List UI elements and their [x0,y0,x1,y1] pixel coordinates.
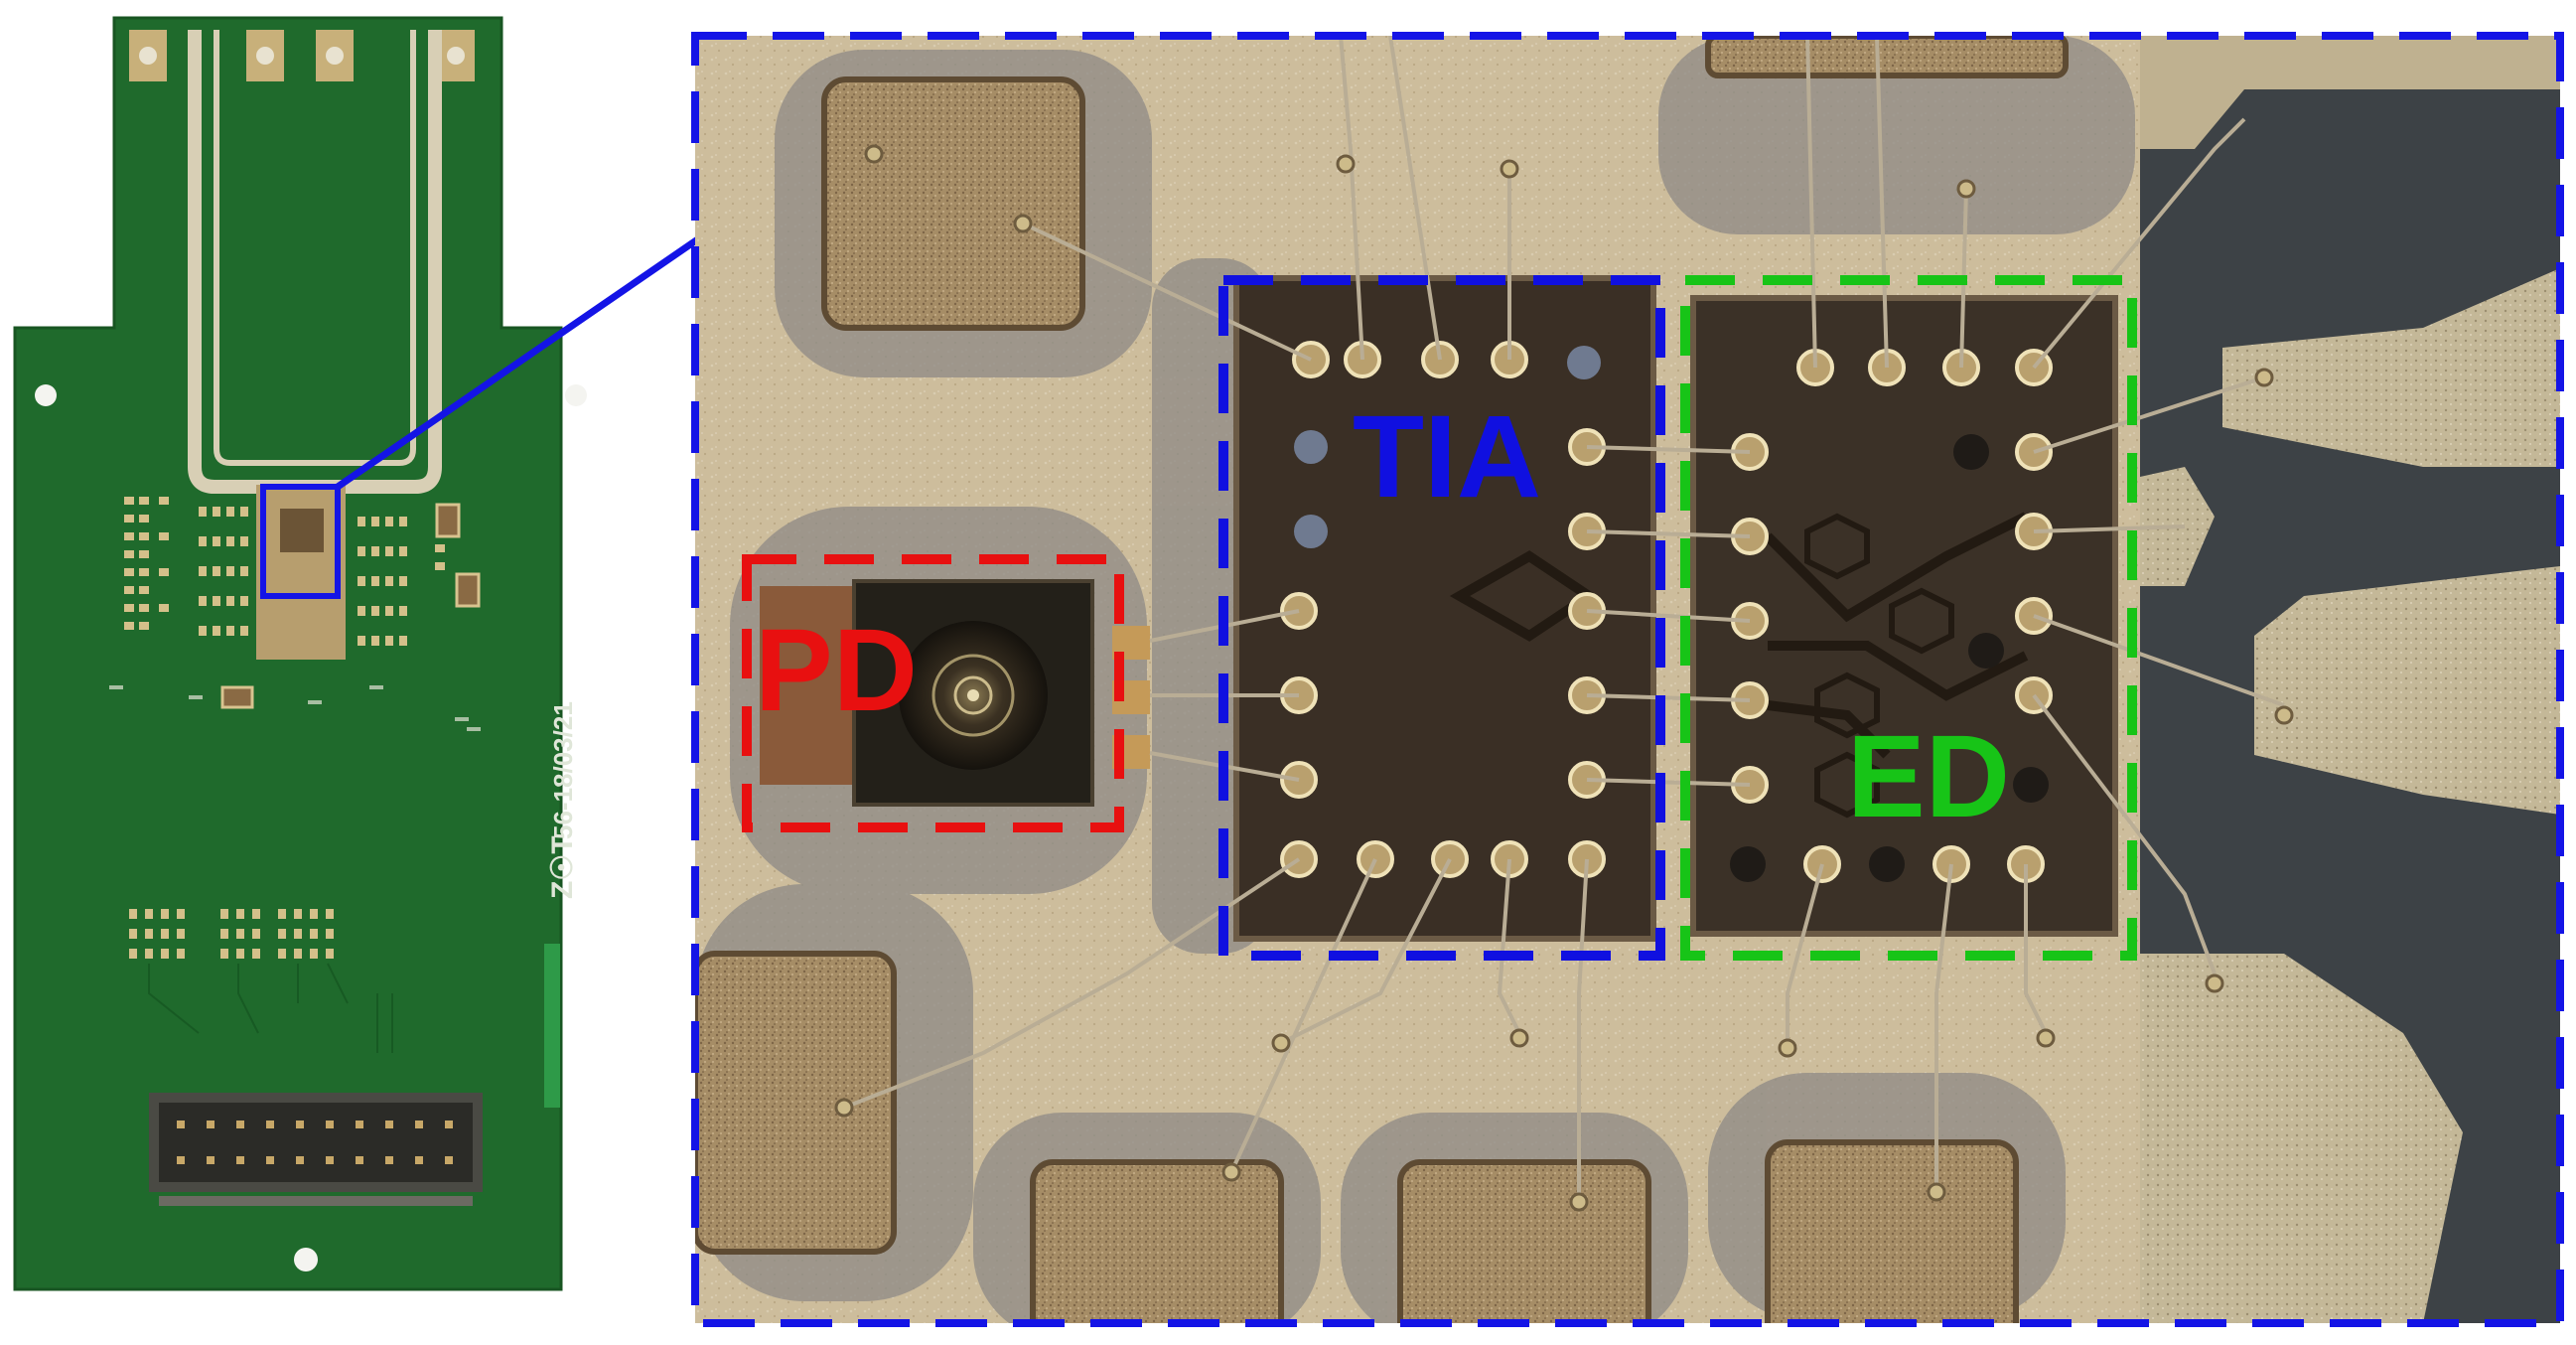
tia-region-box [1218,275,1665,961]
bond-pad [1030,1159,1284,1323]
mounting-hole [294,1248,318,1271]
ed-label: ED [1847,711,2010,842]
tia-unbonded-pads [1294,346,1601,548]
zoom-connector-line [336,235,701,490]
resistor-array [129,909,334,959]
ed-region-box [1680,275,2137,961]
bond-pad [821,76,1085,331]
pd-region-box [742,554,1124,832]
bond-pad [1397,1159,1651,1323]
bond-pad [1765,1139,2019,1323]
pd-label: PD [755,605,918,736]
bond-pad [695,951,897,1255]
rf-trace [2254,566,2560,815]
rf-trace [2222,268,2560,467]
label-strip [544,944,560,1108]
ed-unbonded-pads [1730,434,2049,882]
zoom-region-marker [260,484,341,599]
pcb-board: 56-18/03/21 Z☉T [13,16,587,1291]
capacitor [435,503,461,538]
board-marking: 56-18/03/21 [548,701,578,839]
bond-pad [1705,36,2069,78]
connector-header-icon [149,1093,483,1206]
capacitor [455,572,481,608]
tia-label: TIA [1353,391,1541,523]
rf-trace [2140,954,2463,1323]
header-pins [177,1121,453,1164]
pd-substrate [760,586,869,785]
zoom-frame [691,32,2564,1327]
micrograph: TIA PD ED [691,32,2564,1327]
mounting-hole [35,384,57,406]
mounting-hole [565,384,587,406]
capacitor [220,685,254,709]
board-logo: Z☉T [546,835,579,899]
smd-pads [124,497,407,646]
